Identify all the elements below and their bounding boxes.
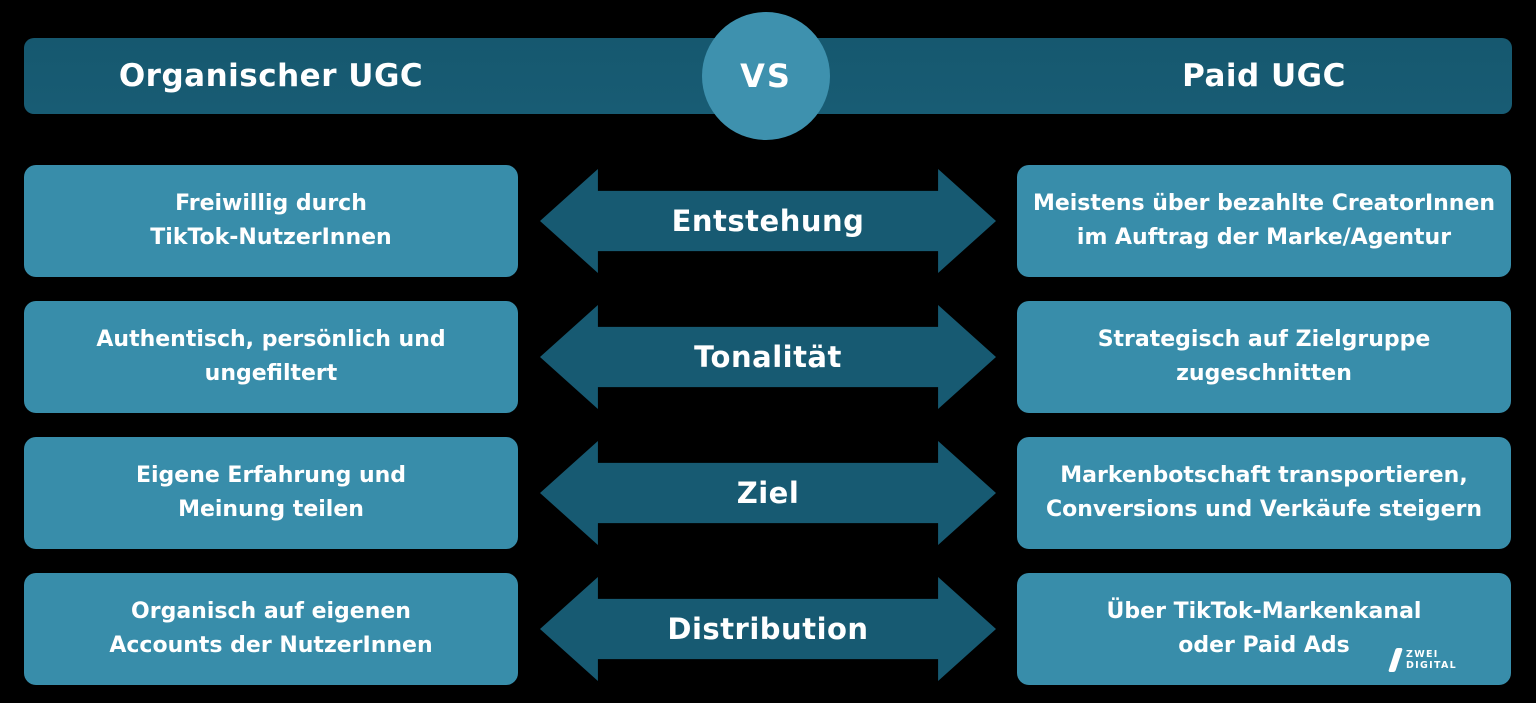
paid-box-ziel: Markenbotschaft transportieren, Conversi… bbox=[1017, 437, 1511, 549]
header-title-paid: Paid UGC bbox=[1182, 58, 1346, 94]
organic-box-distribution-text: Organisch auf eigenen Accounts der Nutze… bbox=[109, 599, 433, 658]
arrow-ziel: Ziel bbox=[540, 441, 996, 545]
paid-box-tonalitaet-text: Strategisch auf Zielgruppe zugeschnitten bbox=[1097, 327, 1431, 386]
organic-box-tonalitaet: Authentisch, persönlich und ungefiltert bbox=[24, 301, 518, 413]
organic-box-ziel: Eigene Erfahrung und Meinung teilen bbox=[24, 437, 518, 549]
row-tonalitaet: Authentisch, persönlich und ungefiltert … bbox=[0, 301, 1536, 413]
arrow-tonalitaet-label: Tonalität bbox=[694, 340, 842, 374]
logo-line-digital: DIGITAL bbox=[1406, 660, 1458, 671]
vs-badge: VS bbox=[702, 12, 830, 140]
arrow-entstehung-label: Entstehung bbox=[671, 204, 865, 238]
arrow-entstehung: Entstehung bbox=[540, 169, 996, 273]
paid-box-distribution: Über TikTok-Markenkanal oder Paid Ads bbox=[1017, 573, 1511, 685]
arrow-tonalitaet: Tonalität bbox=[540, 305, 996, 409]
organic-box-entstehung: Freiwillig durch TikTok-NutzerInnen bbox=[24, 165, 518, 277]
organic-box-ziel-text: Eigene Erfahrung und Meinung teilen bbox=[135, 463, 407, 522]
row-ziel: Eigene Erfahrung und Meinung teilen Ziel… bbox=[0, 437, 1536, 549]
paid-box-ziel-text: Markenbotschaft transportieren, Conversi… bbox=[1045, 463, 1483, 522]
organic-box-tonalitaet-text: Authentisch, persönlich und ungefiltert bbox=[96, 327, 446, 386]
arrow-distribution: Distribution bbox=[540, 577, 996, 681]
header-title-organic: Organischer UGC bbox=[118, 58, 424, 94]
paid-box-distribution-text: Über TikTok-Markenkanal oder Paid Ads bbox=[1106, 599, 1422, 658]
paid-box-entstehung: Meistens über bezahlte CreatorInnen im A… bbox=[1017, 165, 1511, 277]
row-entstehung: Freiwillig durch TikTok-NutzerInnen Ents… bbox=[0, 165, 1536, 277]
zweidigital-logo: ZWEI DIGITAL bbox=[1388, 648, 1457, 672]
arrow-ziel-label: Ziel bbox=[736, 476, 800, 510]
organic-box-distribution: Organisch auf eigenen Accounts der Nutze… bbox=[24, 573, 518, 685]
paid-box-tonalitaet: Strategisch auf Zielgruppe zugeschnitten bbox=[1017, 301, 1511, 413]
paid-box-entstehung-text: Meistens über bezahlte CreatorInnen im A… bbox=[1032, 191, 1496, 250]
logo-line-zwei: ZWEI bbox=[1406, 649, 1439, 660]
organic-box-entstehung-text: Freiwillig durch TikTok-NutzerInnen bbox=[150, 191, 392, 250]
zweidigital-logo-text: ZWEI DIGITAL bbox=[1406, 649, 1457, 671]
vs-label: VS bbox=[740, 57, 792, 95]
arrow-distribution-label: Distribution bbox=[667, 612, 869, 646]
row-distribution: Organisch auf eigenen Accounts der Nutze… bbox=[0, 573, 1536, 685]
